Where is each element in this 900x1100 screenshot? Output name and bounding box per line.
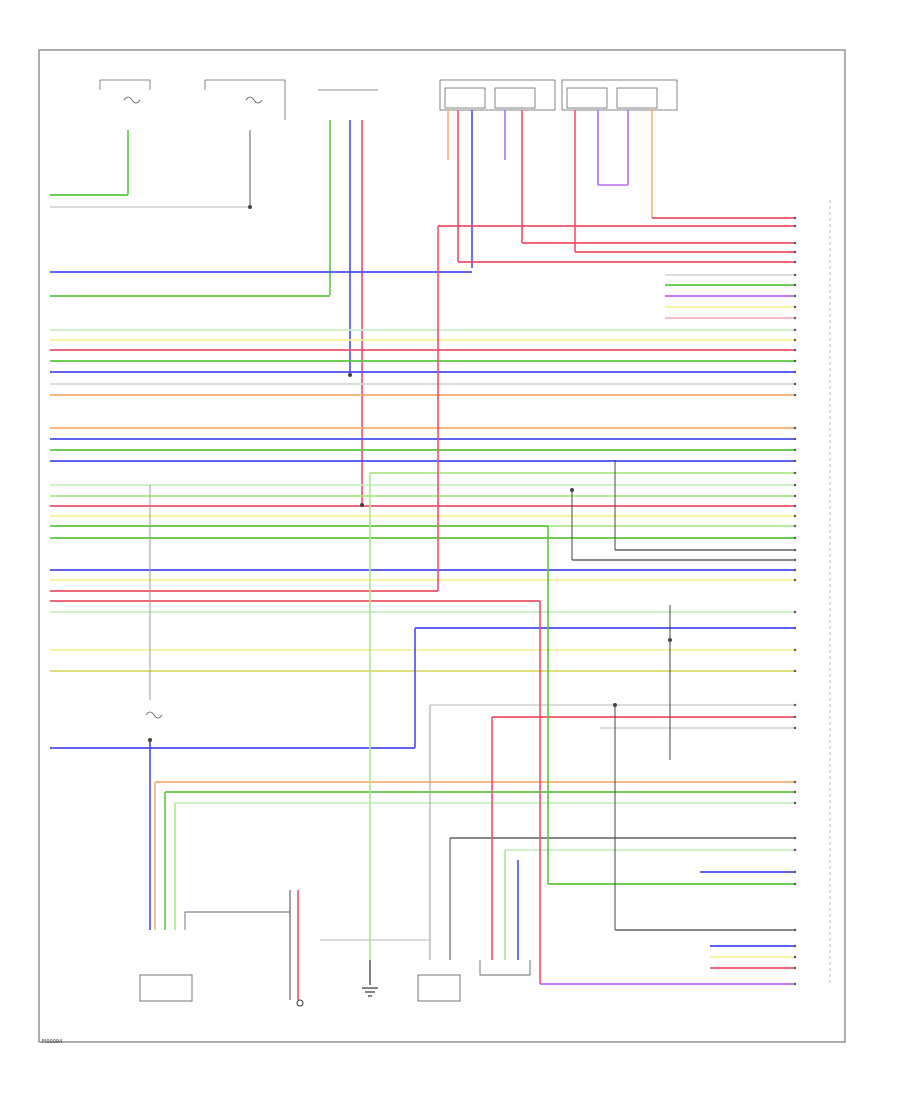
sensor-box-1 (139, 974, 193, 1002)
top-vertical-leads (127, 110, 653, 505)
top-components (99, 79, 678, 120)
connector-box-2-inner-b (616, 87, 658, 109)
page-code: FI00094 (42, 1039, 63, 1045)
connector-icon (296, 999, 304, 1007)
bottom-components (139, 911, 531, 1002)
sensor-box-2 (417, 974, 461, 1002)
connector-box-2-inner-a (566, 87, 608, 109)
connector-box-1 (439, 79, 556, 111)
vertical-risers (149, 226, 671, 1000)
fuse-block-left-bracket (99, 79, 151, 90)
knock-sensor-bracket (184, 911, 290, 930)
connector-box-2 (561, 79, 678, 111)
fuse-icon (123, 96, 263, 719)
fuse-block-mid-bracket (204, 79, 286, 120)
ground-icon (362, 960, 378, 997)
connector-box-1-inner-b (494, 87, 536, 109)
sensor-3-bracket (479, 960, 531, 976)
diagram-frame (38, 49, 846, 1043)
harness-wires (50, 194, 795, 985)
connector-box-1-inner-a (444, 87, 486, 109)
splice-icon (148, 205, 672, 742)
connector-pins-right (793, 216, 797, 986)
